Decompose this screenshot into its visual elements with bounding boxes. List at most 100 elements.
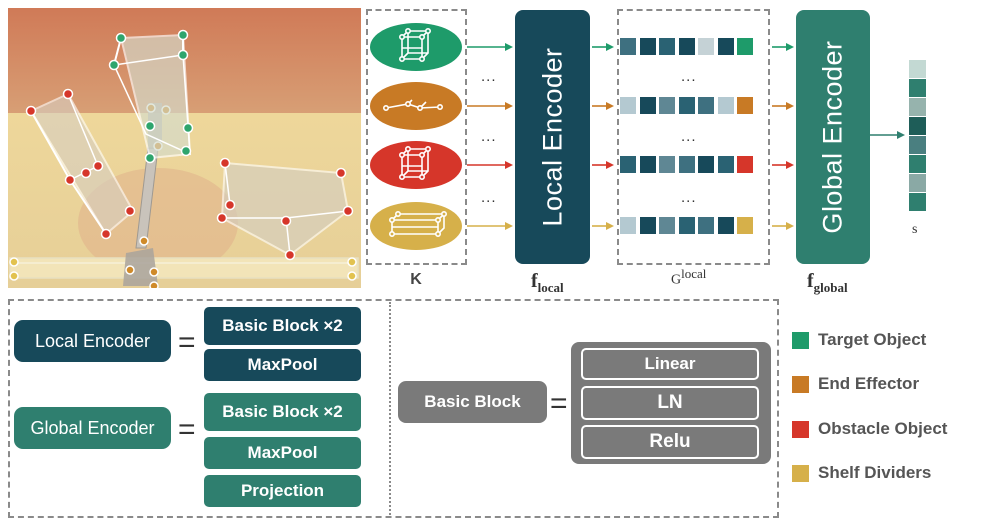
input-graph-target-object xyxy=(370,23,462,71)
output-cell xyxy=(909,117,926,135)
feature-token xyxy=(639,217,656,234)
output-cell xyxy=(909,193,926,211)
input-arrow-2 xyxy=(467,102,513,110)
output-cell xyxy=(909,60,926,78)
local-equals: = xyxy=(178,326,196,359)
global-projection: Projection xyxy=(204,475,361,507)
basic-equals: = xyxy=(550,387,568,420)
legend-label-shelf: Shelf Dividers xyxy=(818,463,932,482)
input-arrow-3 xyxy=(467,161,513,169)
input-arrow-1 xyxy=(467,43,513,51)
chain-graph-icon xyxy=(383,99,444,112)
feature-token xyxy=(639,156,656,173)
output-cell xyxy=(909,98,926,116)
legend-label-target: Target Object xyxy=(818,330,927,349)
input-ellipsis-3: ... xyxy=(481,189,497,206)
global-encoder-subscript: global xyxy=(813,280,848,295)
layer-relu: Relu xyxy=(581,425,759,459)
robot-shelf-scene xyxy=(8,8,361,291)
feature-token xyxy=(620,97,636,114)
input-ellipsis-2: ... xyxy=(481,128,497,145)
feature-ellipsis-1: ... xyxy=(681,68,697,85)
legend-swatch-obstacle xyxy=(792,421,809,438)
global-encoder-symbol: fglobal xyxy=(807,270,848,296)
feature-token xyxy=(737,217,753,234)
feature-token xyxy=(639,97,656,114)
output-arrow xyxy=(870,131,905,139)
feature-token xyxy=(620,156,636,173)
local-arrow-4 xyxy=(592,222,614,230)
feature-arrow-4 xyxy=(772,222,794,230)
local-encoder-block: Local Encoder xyxy=(515,10,590,264)
box-graph-icon xyxy=(398,146,431,181)
global-maxpool: MaxPool xyxy=(204,437,361,469)
output-label: s xyxy=(912,222,918,237)
local-basic-block-x2: Basic Block ×2 xyxy=(204,307,361,345)
output-cell xyxy=(909,174,926,192)
legend-item-shelf: Shelf Dividers xyxy=(792,463,982,487)
feature-token xyxy=(698,217,714,234)
feature-arrow-3 xyxy=(772,161,794,169)
feature-arrow-2 xyxy=(772,102,794,110)
input-graph-shelf-dividers xyxy=(370,202,462,250)
feature-token xyxy=(678,217,695,234)
layer-linear: Linear xyxy=(581,348,759,380)
local-encoder-title: Local Encoder xyxy=(537,47,567,227)
slab-graph-icon xyxy=(388,211,448,238)
feature-token xyxy=(678,156,695,173)
local-encoder-pill: Local Encoder xyxy=(14,320,171,362)
connection-arrows xyxy=(467,43,905,230)
box-graph-icon xyxy=(398,28,431,62)
feature-ellipsis-3: ... xyxy=(681,189,697,206)
legend-item-end-effector: End Effector xyxy=(792,374,982,398)
input-graphs-panel xyxy=(366,9,467,265)
legend-swatch-shelf xyxy=(792,465,809,482)
local-maxpool: MaxPool xyxy=(204,349,361,381)
feature-token xyxy=(717,38,734,55)
local-encoder-f: f xyxy=(531,270,538,292)
input-arrow-4 xyxy=(467,222,513,230)
feature-token xyxy=(659,217,675,234)
feature-token xyxy=(659,156,675,173)
local-arrow-3 xyxy=(592,161,614,169)
feature-token xyxy=(620,38,636,55)
definitions-panel xyxy=(8,299,779,518)
feature-token xyxy=(639,38,656,55)
basic-block-layers: Linear LN Relu xyxy=(571,342,771,464)
feature-token xyxy=(659,38,675,55)
local-features-superscript: local xyxy=(681,266,707,281)
output-cell xyxy=(909,155,926,173)
local-features-panel xyxy=(617,9,770,265)
scene-image xyxy=(8,8,361,291)
feature-token xyxy=(717,156,734,173)
feature-token xyxy=(737,156,753,173)
global-encoder-pill: Global Encoder xyxy=(14,407,171,449)
legend-label-obstacle: Obstacle Object xyxy=(818,419,948,438)
input-graph-obstacle-object xyxy=(370,141,462,189)
feature-ellipsis-2: ... xyxy=(681,128,697,145)
legend-swatch-target xyxy=(792,332,809,349)
layer-ln: LN xyxy=(581,386,759,420)
input-graph-ellipses xyxy=(370,23,462,250)
basic-block-pill: Basic Block xyxy=(398,381,547,423)
local-feature-tokens xyxy=(617,9,770,265)
definitions-divider xyxy=(389,302,391,515)
feature-token xyxy=(678,97,695,114)
legend-item-target: Target Object xyxy=(792,330,982,354)
feature-token xyxy=(737,38,753,55)
feature-token xyxy=(698,97,714,114)
feature-token xyxy=(737,97,753,114)
local-features-symbol: Glocal xyxy=(671,266,706,289)
output-cell xyxy=(909,79,926,97)
input-graph-end-effector xyxy=(370,82,462,130)
input-set-label: K xyxy=(410,271,422,288)
global-basic-block-x2: Basic Block ×2 xyxy=(204,393,361,431)
feature-token xyxy=(698,38,714,55)
input-graphs xyxy=(368,18,465,258)
global-encoder-block: Global Encoder xyxy=(796,10,870,264)
feature-token xyxy=(717,217,734,234)
feature-token xyxy=(717,97,734,114)
feature-token xyxy=(620,217,636,234)
global-encoder-title: Global Encoder xyxy=(817,40,848,234)
global-encoder-f: f xyxy=(807,270,814,292)
